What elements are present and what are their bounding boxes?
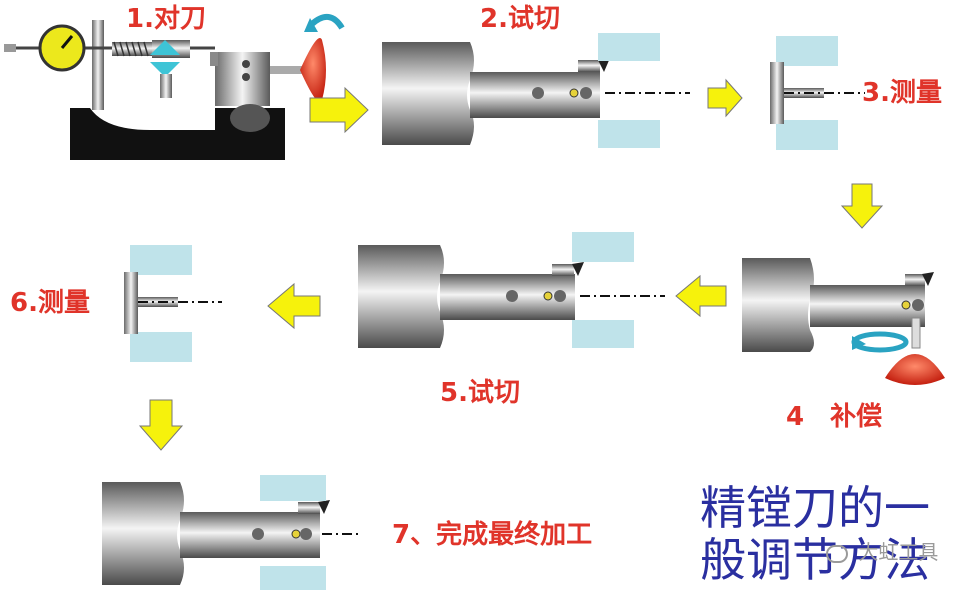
- step-3-label: 3.测量: [862, 78, 942, 108]
- watermark: 大虹工具: [826, 536, 938, 565]
- arrow-down-icon: [138, 399, 184, 451]
- diagram-title-line-1: 精镗刀的一: [700, 481, 930, 535]
- micrometer-icon: [124, 272, 138, 334]
- chat-bubble-icon: [826, 544, 848, 563]
- adjust-knob-icon: [300, 38, 326, 102]
- step-1-label: 1.对刀: [126, 4, 206, 34]
- measure-illustration-2: [124, 245, 222, 362]
- final-machining-illustration: [102, 475, 360, 590]
- measuring-arrow-icon: [150, 40, 180, 55]
- watermark-text: 大虹工具: [858, 540, 939, 564]
- adjust-knob-icon: [885, 354, 945, 385]
- step-5-label: 5.试切: [440, 378, 520, 408]
- step-2-label: 2.试切: [480, 4, 560, 34]
- trial-cut-illustration-2: [358, 232, 665, 348]
- arrow-left-icon: [267, 282, 321, 330]
- compensation-illustration: [742, 258, 945, 385]
- step-6-label: 6.测量: [10, 288, 90, 318]
- arrow-left-icon: [675, 274, 727, 318]
- micrometer-icon: [770, 62, 784, 124]
- step-4-label: 4 补偿: [786, 402, 883, 432]
- diagram-title-line-2: 般调节方法: [700, 533, 930, 587]
- step-7-label: 7、完成最终加工: [392, 520, 593, 550]
- measure-illustration-1: [770, 36, 865, 150]
- arrow-right-icon: [309, 86, 369, 134]
- trial-cut-illustration-1: [382, 33, 690, 148]
- arrow-right-icon: [707, 78, 743, 118]
- arrow-down-icon: [840, 183, 884, 229]
- presetter-illustration: [4, 14, 345, 160]
